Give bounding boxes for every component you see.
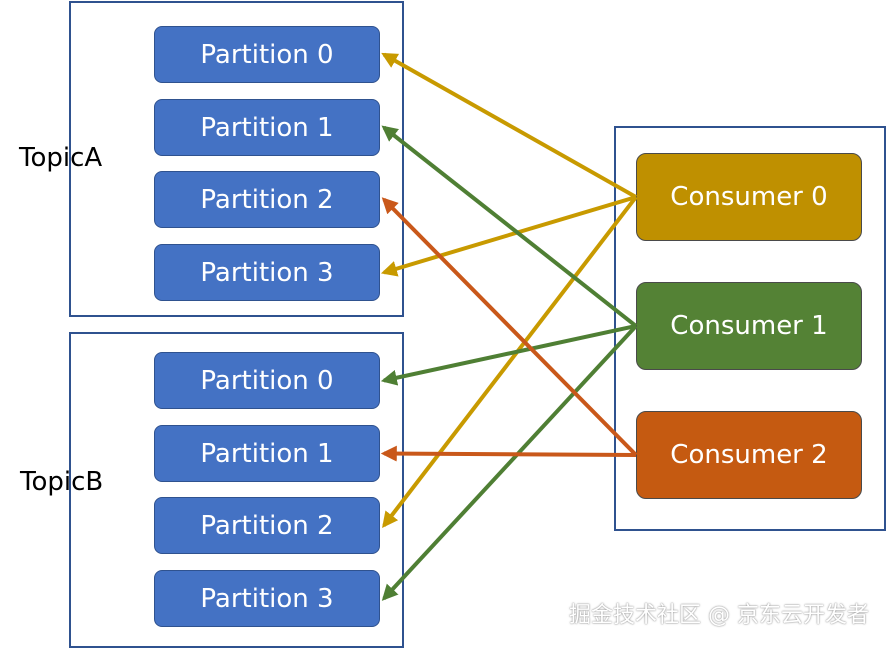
- topic-a-partition-3: Partition 3: [154, 244, 380, 301]
- topic-b-partition-3: Partition 3: [154, 570, 380, 627]
- arrow-consumer-0-topic-0-partition-3: [380, 195, 637, 277]
- topic-b-label: TopicB: [20, 467, 104, 497]
- topic-b-partition-1: Partition 1: [154, 425, 380, 482]
- arrow-consumer-2-topic-0-partition-2: [381, 197, 638, 457]
- topic-a-partition-1: Partition 1: [154, 99, 380, 156]
- arrow-consumer-0-topic-1-partition-2: [382, 195, 638, 529]
- topic-b-partition-0: Partition 0: [154, 352, 380, 409]
- topic-b-partition-2: Partition 2: [154, 497, 380, 554]
- arrow-consumer-1-topic-1-partition-0: [380, 324, 637, 386]
- arrow-consumer-0-topic-0-partition-0: [381, 52, 637, 199]
- arrow-consumer-2-topic-1-partition-1: [380, 445, 637, 462]
- topic-a-partition-2: Partition 2: [154, 171, 380, 228]
- topic-a-label: TopicA: [19, 143, 103, 173]
- consumer-1: Consumer 1: [636, 282, 862, 370]
- consumer-2: Consumer 2: [636, 411, 862, 499]
- arrow-consumer-1-topic-0-partition-1: [381, 125, 638, 328]
- watermark: 掘金技术社区 @ 京东云开发者: [569, 603, 869, 628]
- consumer-0: Consumer 0: [636, 153, 862, 241]
- arrow-consumer-1-topic-1-partition-3: [381, 324, 638, 601]
- topic-a-partition-0: Partition 0: [154, 26, 380, 83]
